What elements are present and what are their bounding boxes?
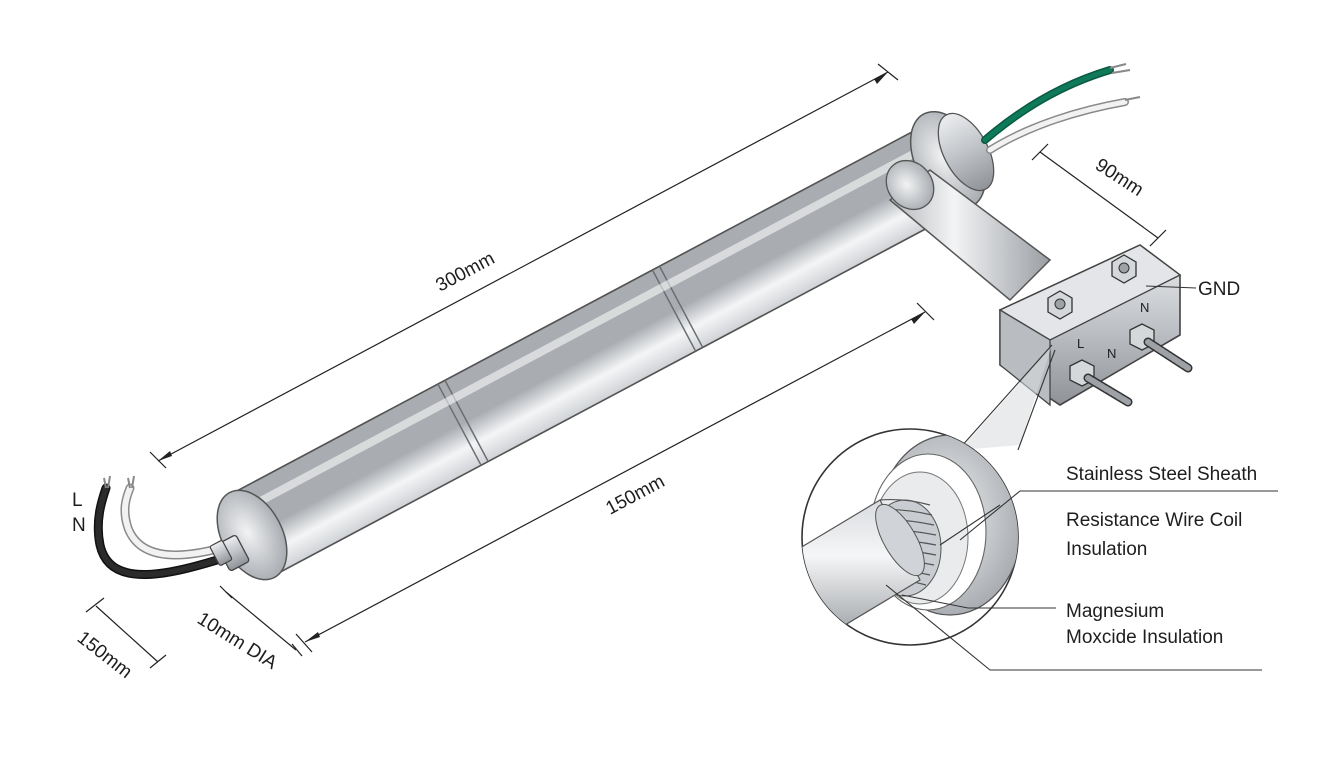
dimension-150mm-heated bbox=[295, 302, 935, 653]
cable-gland bbox=[209, 534, 250, 572]
dimension-300mm bbox=[149, 63, 899, 469]
callout-sheath: Stainless Steel Sheath bbox=[1066, 464, 1257, 485]
callout-mgo-line1: Magnesium bbox=[1066, 601, 1164, 622]
dimension-diameter bbox=[219, 585, 303, 657]
gnd-leader bbox=[1145, 285, 1197, 289]
wire-label-line: L bbox=[72, 490, 83, 511]
callout-coil-line2: Insulation bbox=[1066, 539, 1147, 560]
callout-coil-line1: Resistance Wire Coil bbox=[1066, 510, 1242, 531]
dimension-150mm-lead-label: 150mm bbox=[73, 627, 136, 683]
dimension-diameter-label: 10mm DIA bbox=[193, 608, 281, 674]
terminal-label-ground: GND bbox=[1198, 279, 1240, 300]
dimension-90mm-label: 90mm bbox=[1091, 155, 1147, 201]
dimension-90mm bbox=[1031, 143, 1167, 247]
lead-wires bbox=[93, 475, 235, 579]
terminal-nut-top bbox=[1047, 290, 1073, 320]
top-lead-wires bbox=[981, 63, 1141, 154]
dimension-150mm-lead bbox=[85, 597, 167, 669]
terminal-stud-line bbox=[1069, 359, 1133, 407]
cross-section-detail bbox=[801, 428, 1019, 646]
callout-leaders bbox=[885, 490, 1278, 671]
terminal-nut-ground bbox=[1111, 254, 1137, 284]
magnify-cone bbox=[959, 344, 1056, 451]
bracket-arm bbox=[885, 159, 1052, 302]
callout-mgo-line2: Moxcide Insulation bbox=[1066, 627, 1223, 648]
dimension-300mm-label: 300mm bbox=[432, 248, 498, 296]
terminal-label-neutral-top: N bbox=[1140, 300, 1149, 315]
terminal-label-neutral-side: N bbox=[1107, 346, 1116, 361]
terminal-stud-neutral bbox=[1129, 323, 1193, 373]
terminal-label-line: L bbox=[1077, 336, 1084, 351]
wire-label-neutral: N bbox=[72, 515, 86, 536]
